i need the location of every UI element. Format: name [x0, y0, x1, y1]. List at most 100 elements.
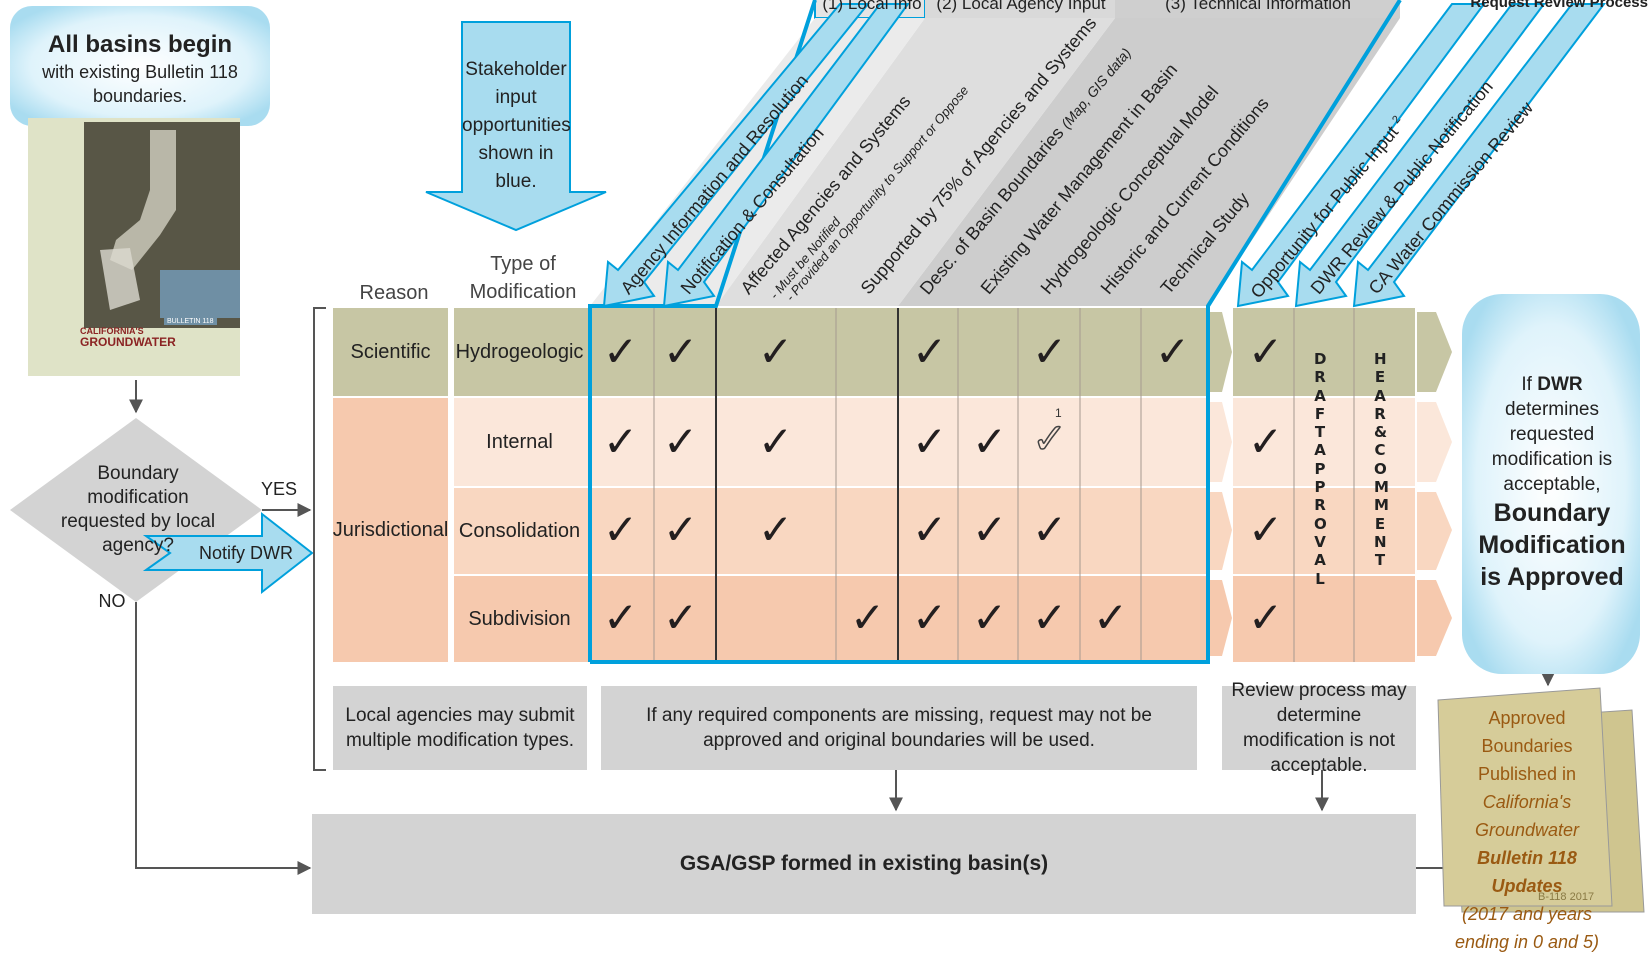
modification-bracket [313, 307, 326, 771]
review-col-bg-subdivision [1233, 576, 1415, 662]
check-mark: ✓ [758, 417, 794, 466]
check-mark: ✓ [1032, 327, 1068, 376]
check-mark: ✓ [1248, 417, 1284, 466]
check-mark: ✓ [758, 327, 794, 376]
published-line4: Bulletin 118 Updates [1477, 848, 1577, 896]
start-text: with existing Bulletin 118 boundaries. [42, 62, 238, 106]
published-line3: California's Groundwater [1474, 792, 1580, 840]
cover-title: CALIFORNIA'S GROUNDWATER [80, 326, 190, 348]
type-consolidation: Consolidation [458, 520, 581, 542]
check-mark: ✓ [1248, 327, 1284, 376]
check-mark: ✓ [603, 593, 639, 642]
reason-jurisdictional-bg [333, 398, 448, 662]
cover-water [100, 248, 140, 310]
yes-label: YES [260, 479, 298, 499]
cover-inset [160, 270, 240, 318]
type-hydrogeologic: Hydrogeologic [455, 341, 584, 363]
technical-header-band [898, 18, 1400, 306]
group-bar-agency [925, 0, 1115, 18]
outcome-box: If DWR determines requested modification… [1470, 372, 1634, 593]
hear-comment-text: HEAR & COMMENT [1374, 350, 1389, 570]
group-label-technical: (3) Technical Information [1165, 0, 1351, 13]
row-gap-2 [452, 486, 1207, 488]
outcome-if: If [1521, 374, 1532, 395]
check-mark: ✓ [1155, 327, 1191, 376]
group-label-agency: (2) Local Agency Input [936, 0, 1106, 13]
check-mark: ✓ [758, 505, 794, 554]
published-doc-front [1437, 687, 1613, 907]
agency-header-band [716, 18, 1115, 306]
reason-jurisdictional: Jurisdictional [332, 519, 449, 541]
notify-dwr-arrow [142, 511, 314, 595]
type-subdivision: Subdivision [468, 608, 571, 630]
review-col-bg-consolidation [1233, 488, 1415, 574]
check-mark: ✓ [912, 417, 948, 466]
reason-header: Reason [359, 282, 429, 304]
gsa-box [312, 814, 1416, 914]
check-mark: ✓ [912, 505, 948, 554]
flow-chevrons [1210, 312, 1452, 656]
cover-badge: BULLETIN 118 [164, 318, 217, 325]
review-col-bg-internal [1233, 398, 1415, 486]
cover-pipe [110, 130, 176, 270]
row-gap-1 [333, 396, 1207, 398]
type-internal-bg [452, 398, 587, 486]
type-internal: Internal [486, 431, 553, 453]
column-dividers [653, 308, 1142, 662]
stakeholder-text: Stakeholder input opportunities shown in… [462, 59, 571, 192]
published-line1: Approved Boundaries [1481, 708, 1573, 756]
no-label: NO [98, 591, 126, 611]
group-label-review: Request Review Process [1470, 0, 1648, 11]
check-mark: ✓ [912, 327, 948, 376]
start-box-glow [10, 6, 270, 126]
check-mark: ✓ [972, 593, 1008, 642]
stakeholder-arrow [425, 21, 607, 232]
col2-header-arrow [662, 3, 910, 308]
cover-line1: CALIFORNIA'S [80, 326, 144, 336]
start-title: All basins begin [47, 31, 233, 58]
decision-question: Boundary modification requested by local… [60, 463, 216, 556]
review-arrow-dwr [1294, 3, 1546, 308]
no-line [135, 602, 312, 875]
gsa-label: GSA/GSP formed in existing basin(s) [679, 852, 1049, 875]
group-bar-technical [1115, 0, 1400, 18]
check-mark: ✓ [850, 593, 886, 642]
review-arrow-cwc [1352, 3, 1607, 308]
group-label-local: (1) Local Info [822, 0, 922, 13]
outcome-text: determines requested modification is acc… [1491, 399, 1613, 495]
outcome-approved: Boundary Modification is Approved [1478, 499, 1626, 591]
row-gap-3 [452, 574, 1207, 576]
footnote-1-marker: 1 [1055, 406, 1062, 420]
note-multiple-types: Local agencies may submit multiple modif… [333, 686, 587, 770]
note-missing-components: If any required components are missing, … [601, 686, 1197, 770]
check-mark: ✓ [603, 417, 639, 466]
check-mark: ✓ [1093, 593, 1129, 642]
check-mark: ✓ [972, 505, 1008, 554]
check-mark: ✓ [1248, 593, 1284, 642]
required-components-outline-right [590, 0, 1402, 664]
check-mark: ✓ [1248, 505, 1284, 554]
reason-scientific: Scientific [350, 341, 431, 363]
outcome-dwr: DWR [1537, 374, 1583, 395]
outcome-glow [1462, 294, 1640, 674]
row-bg-consolidation [333, 488, 1207, 574]
row-bg-subdivision [333, 576, 1207, 662]
cover-line2: GROUNDWATER [80, 335, 176, 349]
published-line5: (2017 and years ending in 0 and 5) [1454, 904, 1600, 952]
flowchart-canvas [10, 0, 1645, 914]
check-mark: ✓ [663, 593, 699, 642]
check-mark: ✓ [603, 327, 639, 376]
row-bg-scientific [333, 308, 1207, 396]
check-mark: ✓ [603, 505, 639, 554]
check-mark: ✓ [663, 505, 699, 554]
check-mark: ✓ [1032, 593, 1068, 642]
start-box: All basins begin with existing Bulletin … [24, 30, 256, 108]
required-components-outline [588, 0, 817, 662]
outline-check-mark: ✓ [1031, 414, 1068, 463]
check-mark: ✓ [972, 417, 1008, 466]
type-header: Type of Modification [469, 253, 577, 303]
col1-header-arrow [602, 3, 871, 308]
published-stamp: B-118 2017 [1538, 891, 1595, 903]
draft-approval-text: DRAFT APPROVAL [1314, 350, 1327, 588]
check-mark: ✓ [663, 417, 699, 466]
